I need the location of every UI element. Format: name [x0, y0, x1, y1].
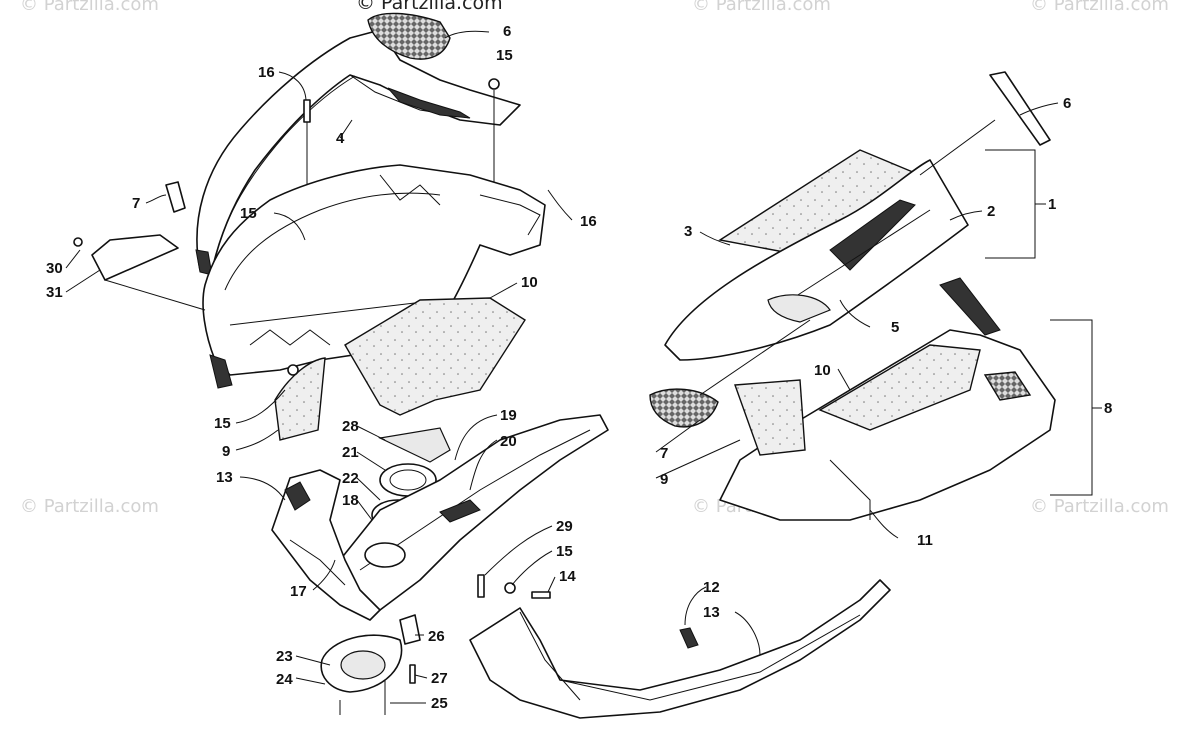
callout-19: 19	[500, 407, 517, 424]
part-15-nut-top	[488, 78, 500, 190]
callout-9-right: 9	[660, 471, 668, 488]
callout-13-lower: 13	[703, 604, 720, 621]
part-7-clip-left	[165, 181, 186, 213]
callout-27: 27	[431, 670, 448, 687]
callout-7-right: 7	[660, 445, 668, 462]
part-19-belly-pan	[339, 414, 609, 611]
part-10-foam-left	[344, 297, 526, 416]
callout-14: 14	[559, 568, 576, 585]
part-7-grille-right	[649, 319, 811, 428]
part-23-lower-ring	[320, 634, 403, 715]
callout-24: 24	[276, 671, 293, 688]
watermark-top: © Partzilla.com	[356, 0, 503, 14]
part-6-grille-right	[919, 71, 1051, 176]
callout-8: 8	[1104, 400, 1112, 417]
callout-labels: 1 2 3 4 5 6 6 7 7 8 9 9 10 10 11 12 13 1…	[46, 23, 1112, 712]
callout-16-left: 16	[258, 64, 275, 81]
part-31-bracket	[73, 234, 206, 311]
callout-7-left: 7	[132, 195, 140, 212]
part-4-upper-hood	[195, 29, 521, 276]
watermark: © Partzilla.com	[20, 0, 159, 15]
part-14-bolt	[531, 591, 551, 599]
callout-11: 11	[917, 532, 933, 549]
watermark: © Partzilla.com	[1030, 0, 1169, 15]
part-9-panel-left	[274, 357, 326, 441]
watermark: © Partzilla.com	[20, 496, 159, 517]
part-10-foam-right	[818, 344, 981, 431]
callout-4: 4	[336, 130, 345, 147]
callout-1: 1	[1048, 196, 1056, 213]
part-6-grille-left	[367, 12, 451, 60]
callout-20: 20	[500, 433, 517, 450]
watermark: © Partzilla.com	[692, 0, 831, 15]
callout-3: 3	[684, 223, 692, 240]
callout-23: 23	[276, 648, 293, 665]
callout-12: 12	[703, 579, 720, 596]
callout-10-left: 10	[521, 274, 538, 291]
callout-31: 31	[46, 284, 63, 301]
callout-15-top: 15	[496, 47, 513, 64]
callout-16-right: 16	[580, 213, 597, 230]
leader-lines	[65, 30, 1102, 704]
callout-26: 26	[428, 628, 445, 645]
part-9-panel-right	[734, 379, 806, 456]
callout-6-right: 6	[1063, 95, 1071, 112]
callout-15-lower: 15	[556, 543, 573, 560]
part-29-pin	[477, 574, 485, 598]
callout-10-right: 10	[814, 362, 831, 379]
part-13-duct-left	[271, 469, 381, 621]
part-13-side-skid	[469, 579, 891, 719]
callout-9-left: 9	[222, 443, 230, 460]
part-27-screw	[409, 664, 416, 684]
callout-29: 29	[556, 518, 573, 535]
callout-28: 28	[342, 418, 359, 435]
callout-2: 2	[987, 203, 995, 220]
part-15-nut-lower	[504, 582, 516, 594]
callout-17: 17	[290, 583, 307, 600]
watermark: © Partzilla.com	[1030, 496, 1169, 517]
callout-15-mid: 15	[240, 205, 257, 222]
part-26-clip	[399, 614, 421, 645]
callout-5: 5	[891, 319, 899, 336]
callout-15-left: 15	[214, 415, 231, 432]
callout-21: 21	[342, 444, 359, 461]
part-2-side-panel	[664, 159, 969, 361]
callout-30: 30	[46, 260, 63, 277]
callout-6-left: 6	[503, 23, 511, 40]
callout-22: 22	[342, 470, 359, 487]
part-28-gasket	[378, 427, 451, 463]
callout-18: 18	[342, 492, 359, 509]
callout-13-left: 13	[216, 469, 233, 486]
callout-25: 25	[431, 695, 448, 712]
